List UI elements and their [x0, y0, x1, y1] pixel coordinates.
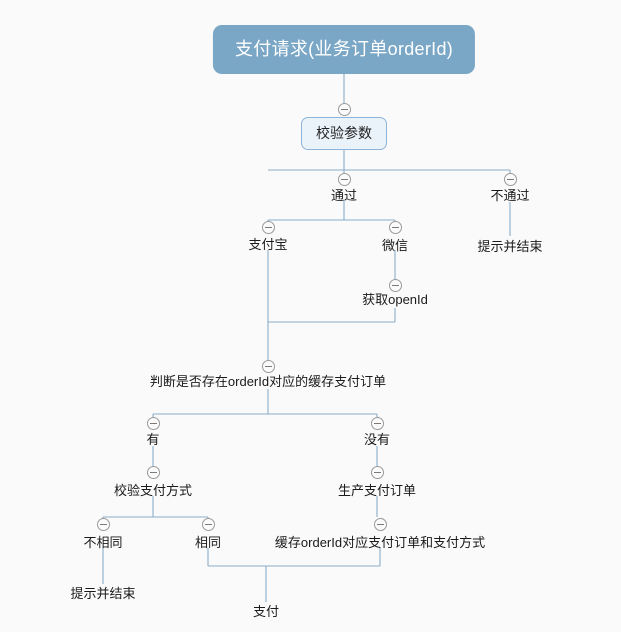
- collapse-minus-icon-create-pay-order[interactable]: [370, 466, 384, 479]
- node-no-cache-label: 没有: [363, 432, 391, 447]
- node-check-cache-label: 判断是否存在orderId对应的缓存支付订单: [149, 374, 387, 389]
- node-no-cache[interactable]: 没有: [364, 433, 390, 446]
- node-create-pay-order-label: 生产支付订单: [337, 483, 417, 498]
- node-same-label: 相同: [194, 535, 222, 550]
- node-check-cache[interactable]: 判断是否存在orderId对应的缓存支付订单: [150, 375, 386, 388]
- node-cache-order[interactable]: 缓存orderId对应支付订单和支付方式: [275, 536, 485, 549]
- collapse-minus-icon-alipay[interactable]: [261, 221, 275, 234]
- node-pay[interactable]: 支付: [253, 605, 279, 618]
- node-root[interactable]: 支付请求(业务订单orderId): [212, 25, 476, 74]
- node-has-cache[interactable]: 有: [146, 433, 159, 446]
- node-alipay-label: 支付宝: [248, 237, 288, 252]
- node-cache-order-label: 缓存orderId对应支付订单和支付方式: [274, 535, 486, 550]
- node-verify-pay-method-label: 校验支付方式: [113, 483, 193, 498]
- node-has-cache-label: 有: [146, 432, 160, 447]
- collapse-minus-icon-not-same[interactable]: [96, 518, 110, 531]
- node-not-same-end-label: 提示并结束: [70, 586, 136, 601]
- collapse-minus-icon-fail[interactable]: [503, 173, 517, 186]
- collapse-minus-icon-same[interactable]: [201, 518, 215, 531]
- node-get-openid-label: 获取openId: [362, 292, 428, 307]
- node-fail-end[interactable]: 提示并结束: [477, 240, 542, 253]
- collapse-minus-icon-verify-pay-method[interactable]: [146, 466, 160, 479]
- node-fail[interactable]: 不通过: [490, 189, 529, 202]
- collapse-minus-icon-get-openid[interactable]: [388, 279, 402, 292]
- collapse-minus-icon-has-cache[interactable]: [146, 417, 160, 430]
- collapse-minus-icon-cache-order[interactable]: [373, 518, 387, 531]
- node-validate-params[interactable]: 校验参数: [301, 117, 387, 150]
- node-same[interactable]: 相同: [195, 536, 221, 549]
- node-pass[interactable]: 通过: [331, 189, 357, 202]
- node-root-label: 支付请求(业务订单orderId): [234, 39, 454, 59]
- node-not-same-end[interactable]: 提示并结束: [70, 587, 135, 600]
- node-validate-params-label: 校验参数: [316, 125, 372, 141]
- collapse-minus-icon-validate-params[interactable]: [337, 103, 351, 116]
- node-fail-label: 不通过: [490, 188, 530, 203]
- node-fail-end-label: 提示并结束: [477, 239, 543, 254]
- collapse-minus-icon-check-cache[interactable]: [261, 360, 275, 373]
- collapse-minus-icon-pass[interactable]: [337, 173, 351, 186]
- node-not-same-label: 不相同: [83, 535, 123, 550]
- node-alipay[interactable]: 支付宝: [248, 238, 287, 251]
- node-get-openid[interactable]: 获取openId: [362, 293, 428, 306]
- node-create-pay-order[interactable]: 生产支付订单: [338, 484, 416, 497]
- node-pass-label: 通过: [330, 188, 358, 203]
- node-wechat[interactable]: 微信: [382, 239, 408, 252]
- node-verify-pay-method[interactable]: 校验支付方式: [114, 484, 192, 497]
- collapse-minus-icon-no-cache[interactable]: [370, 417, 384, 430]
- node-not-same[interactable]: 不相同: [83, 536, 122, 549]
- node-wechat-label: 微信: [381, 238, 409, 253]
- node-pay-label: 支付: [252, 604, 280, 619]
- collapse-minus-icon-wechat[interactable]: [388, 221, 402, 234]
